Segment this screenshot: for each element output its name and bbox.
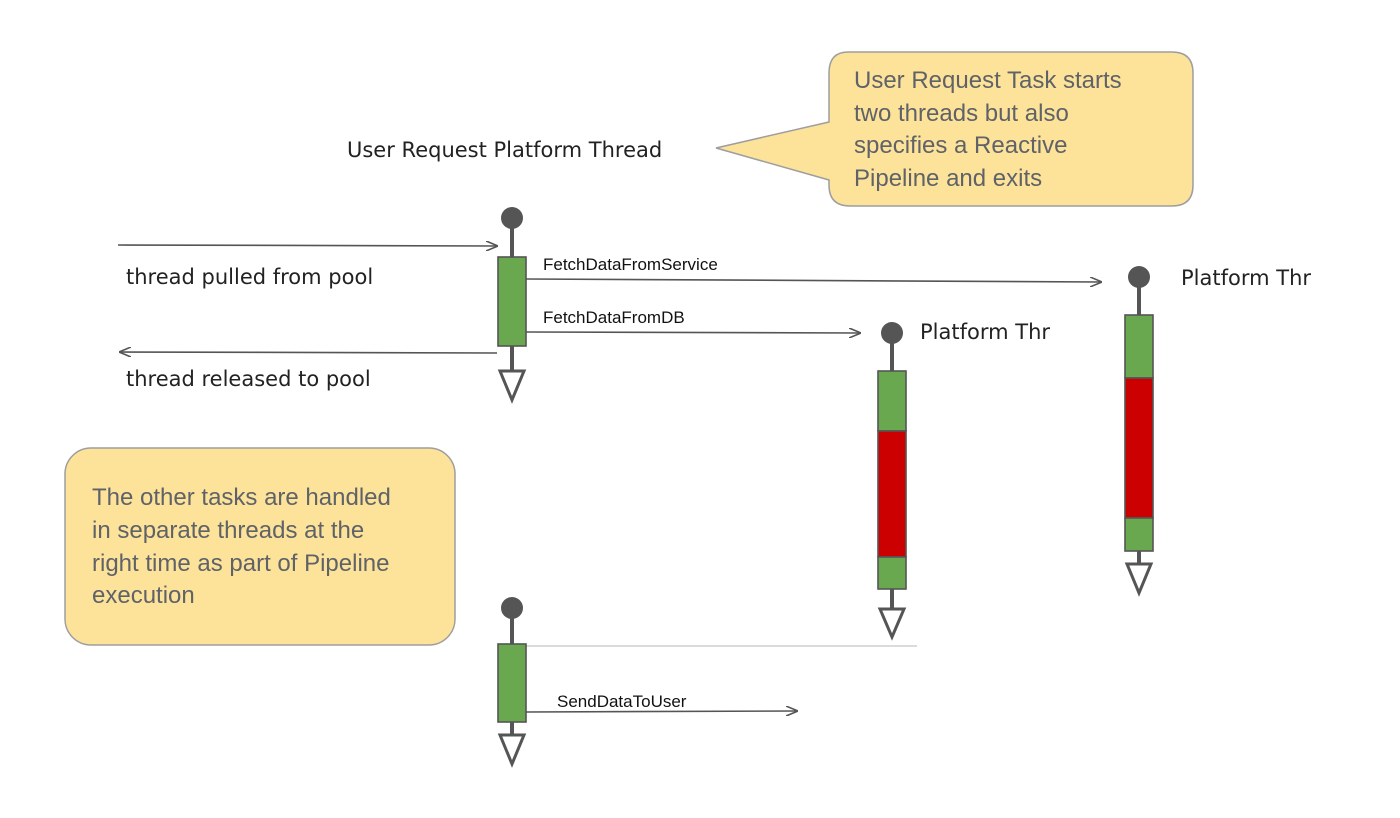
callout-top-line-4: Pipeline and exits	[854, 165, 1042, 192]
mid-thread-lifeline	[877, 322, 907, 641]
send-user-label: SendDataToUser	[557, 692, 687, 711]
right-thread-active-start	[1124, 314, 1154, 379]
callout-left-line-4: execution	[92, 582, 195, 609]
callout-left-line-2: in separate threads at the	[92, 517, 364, 544]
callout-top-line-1: User Request Task starts	[854, 67, 1122, 94]
released-label: thread released to pool	[126, 367, 371, 391]
right-thread-label: Platform Thr	[1181, 266, 1311, 290]
bottom-thread-activation	[497, 643, 527, 723]
fetch-db-label: FetchDataFromDB	[543, 308, 685, 327]
mid-thread-label: Platform Thr	[920, 320, 1050, 344]
pulled-arrow	[117, 245, 497, 246]
callout-top: User Request Task starts two threads but…	[715, 51, 1194, 207]
pulled-label: thread pulled from pool	[126, 265, 373, 289]
released-arrow	[120, 352, 498, 353]
mid-thread-blocked	[877, 430, 907, 558]
right-thread-blocked	[1124, 377, 1154, 519]
callout-left: The other tasks are handled in separate …	[64, 447, 456, 646]
main-thread-activation	[497, 256, 527, 347]
fetch-service-arrow	[525, 279, 1101, 282]
fetch-service-label: FetchDataFromService	[543, 255, 718, 274]
right-thread-active-end	[1124, 517, 1154, 552]
callout-top-line-3: specifies a Reactive	[854, 132, 1067, 159]
bottom-thread-lifeline	[497, 597, 527, 768]
callout-top-line-2: two threads but also	[854, 100, 1069, 127]
send-user-arrow	[525, 711, 797, 712]
mid-thread-active-end	[877, 556, 907, 590]
callout-left-line-1: The other tasks are handled	[92, 484, 391, 511]
callout-left-line-3: right time as part of Pipeline	[92, 550, 389, 577]
main-thread-label: User Request Platform Thread	[347, 138, 662, 162]
right-thread-lifeline	[1124, 266, 1154, 597]
mid-thread-active-start	[877, 370, 907, 432]
fetch-db-arrow	[525, 332, 860, 333]
main-thread-lifeline	[497, 207, 527, 404]
